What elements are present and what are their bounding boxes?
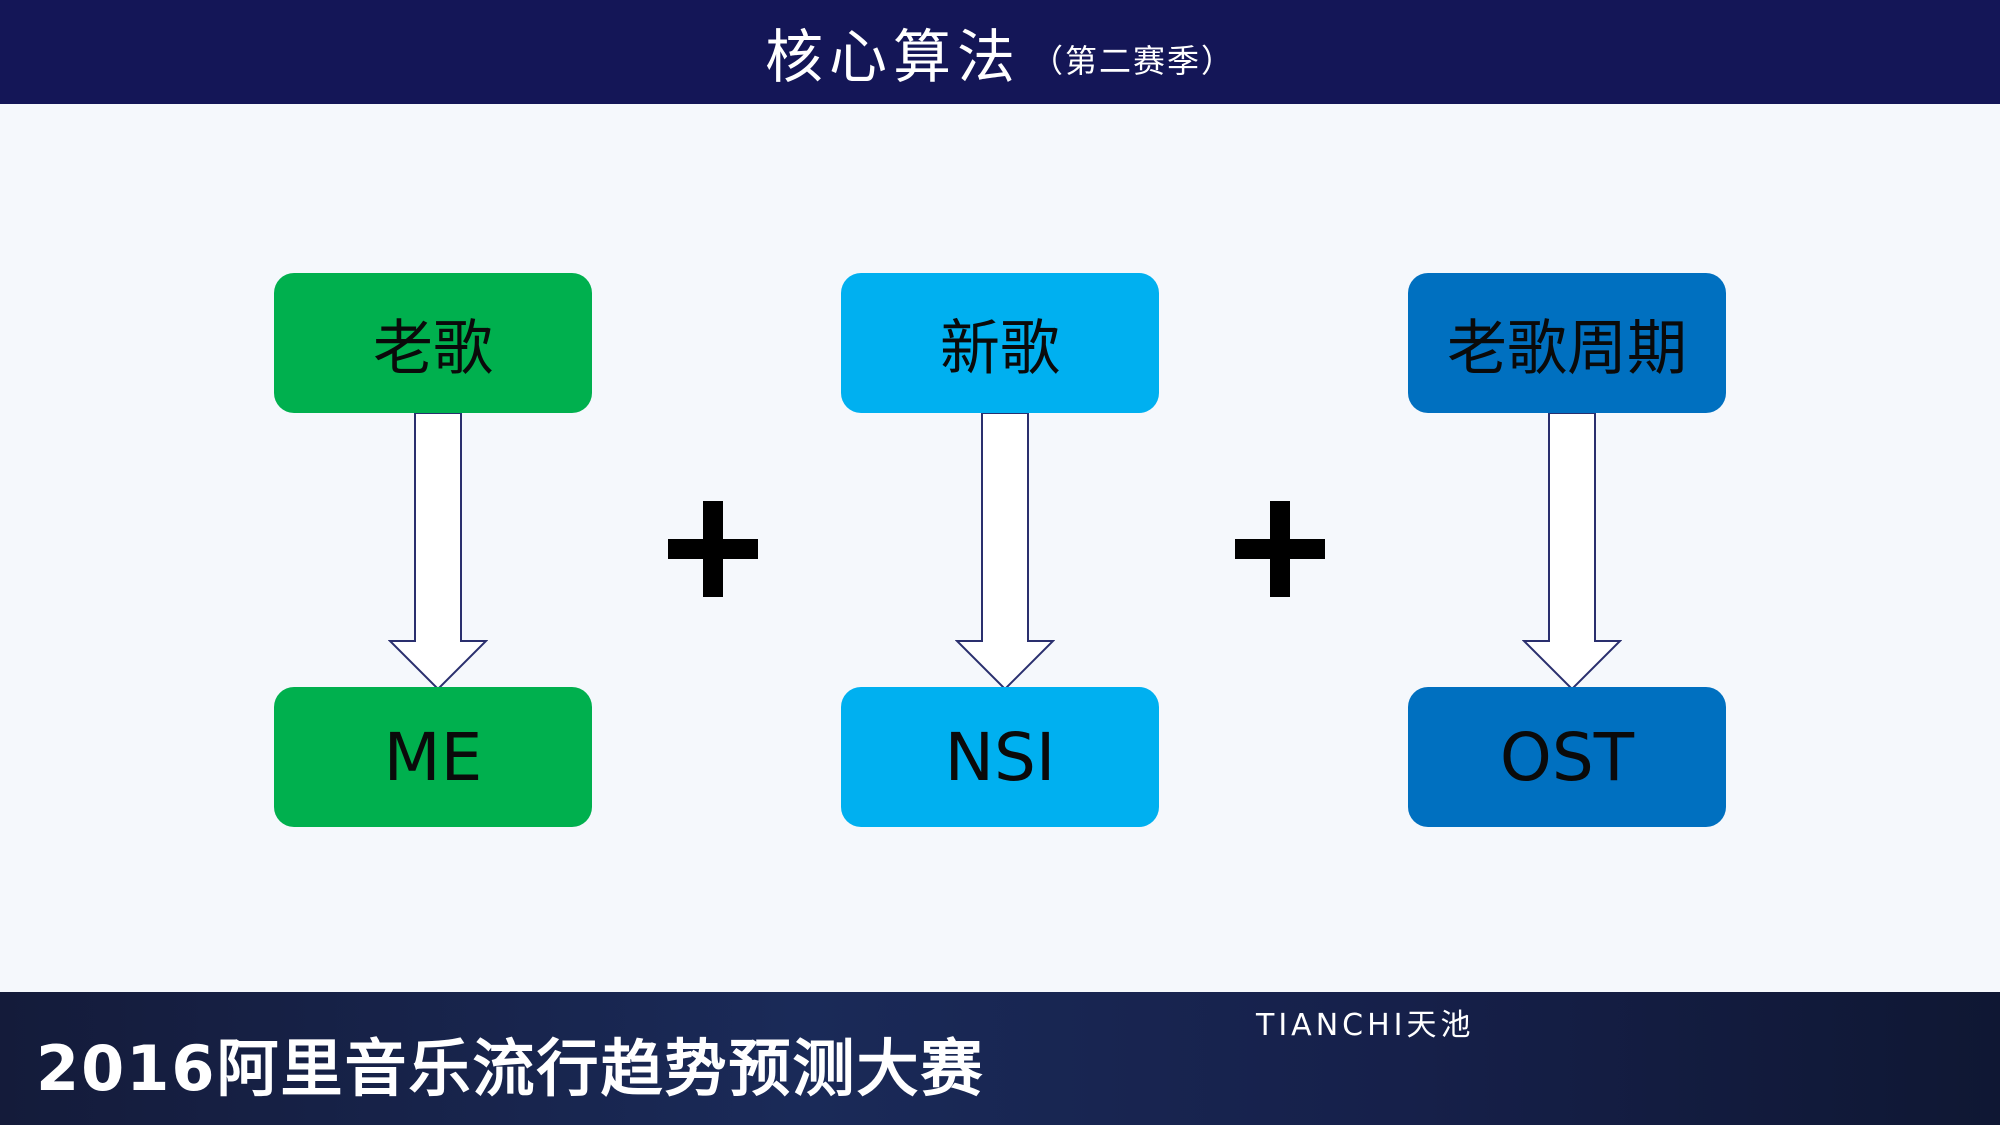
down-arrow-3 [1522,413,1622,691]
down-arrow-1 [388,413,488,691]
new-songs-box: 新歌 [841,273,1159,413]
me-label: ME [383,718,483,796]
slide-footer: 2016阿里音乐流行趋势预测大赛 TIANCHI天池 [0,992,2000,1125]
nsi-box: NSI [841,687,1159,827]
contest-title: 2016阿里音乐流行趋势预测大赛 [36,1032,985,1105]
me-box: ME [274,687,592,827]
old-songs-label: 老歌 [373,313,493,384]
plus-icon-2 [1235,501,1325,597]
nsi-label: NSI [944,718,1056,796]
old-songs-cycle-box: 老歌周期 [1408,273,1726,413]
plus-icon-1 [668,501,758,597]
down-arrow-2 [955,413,1055,691]
ost-box: OST [1408,687,1726,827]
diagram: 老歌 ME 新歌 NSI 老歌周期 OST [0,104,2000,992]
slide-title: 核心算法 [764,23,1021,91]
old-songs-box: 老歌 [274,273,592,413]
slide-header: 核心算法 （第二赛季） [0,0,2000,104]
slide-subtitle: （第二赛季） [1031,42,1236,80]
tianchi-logo: TIANCHI天池 [1256,1008,1475,1043]
new-songs-label: 新歌 [940,313,1060,384]
old-songs-cycle-label: 老歌周期 [1447,313,1687,384]
ost-label: OST [1499,718,1635,796]
